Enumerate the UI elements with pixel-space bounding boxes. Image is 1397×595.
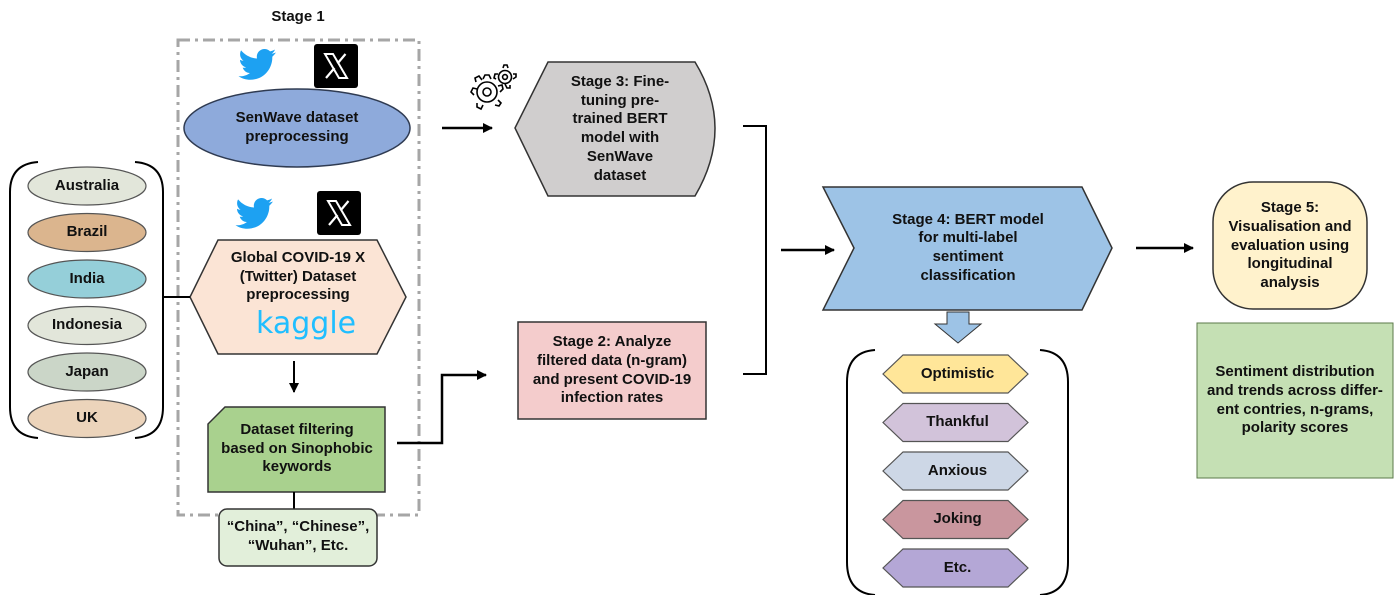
arrow-filter-to-stage2 [397,370,487,445]
country-label: Indonesia [51,316,122,334]
sentiment-hexagon [882,402,1029,443]
sentiment-hexagon [882,548,1029,588]
merge-bracket [743,125,767,375]
gears-icon [468,62,520,114]
stage3-label: Stage 3: Fine- tuning pre- trained BERT … [570,72,670,184]
country-ellipse [27,212,147,253]
sentiment-label: Optimistic [920,364,995,382]
senwave-label: SenWave dataset preprocessing [235,109,359,145]
filtering-label: Dataset filtering based on Sinophobic ke… [221,420,373,476]
country-label: India [69,269,105,287]
stage5-label: Stage 5: Visualisation and evaluation us… [1228,199,1352,292]
sentiment-label: Anxious [927,461,988,479]
filtering-box [207,406,386,493]
sentiment-hexagon [882,354,1029,394]
x-logo-icon-2 [315,189,363,237]
stage2-label: Stage 2: Analyze filtered data (n-gram) … [532,333,692,407]
stage3-shape [514,61,716,197]
kaggle-logo: kaggle [256,306,357,341]
sentiment-hexagon [882,499,1029,540]
global-dataset-label: Global COVID-19 X (Twitter) Dataset prep… [230,248,366,304]
countries-bracket-right [134,161,164,439]
stage4-down-arrow [933,311,983,344]
sentiment-label: Etc. [943,558,972,576]
twitter-bird-icon-2 [233,192,277,236]
country-ellipse [27,259,147,299]
country-label: UK [76,409,98,427]
stage5-box [1212,181,1368,310]
stage2-box [517,321,707,420]
x-logo-icon [312,42,360,90]
sentiments-bracket-left [846,349,876,595]
country-ellipse [27,398,147,439]
sentiment-label: Joking [933,510,982,528]
sentiment-hexagon [882,451,1029,491]
stage4-label: Stage 4: BERT model for multi-label sent… [892,210,1044,284]
country-label: Brazil [66,223,108,241]
country-ellipse [27,305,147,346]
countries-bracket-left [9,161,39,439]
sentiment-label: Thankful [926,413,989,431]
twitter-bird-icon [236,43,280,87]
results-box [1196,322,1394,479]
sentiments-bracket-right [1039,349,1069,595]
stage1-title: Stage 1 [271,7,325,25]
country-label: Australia [54,176,120,194]
country-ellipse [27,166,147,206]
country-ellipse [27,352,147,392]
results-label: Sentiment distribution and trends across… [1207,363,1383,437]
stage4-chevron [821,186,1113,311]
keywords-box [218,508,378,567]
senwave-ellipse [183,88,411,168]
country-label: Japan [65,362,109,380]
keywords-label: “China”, “Chinese”, “Wuhan”, Etc. [226,518,370,554]
